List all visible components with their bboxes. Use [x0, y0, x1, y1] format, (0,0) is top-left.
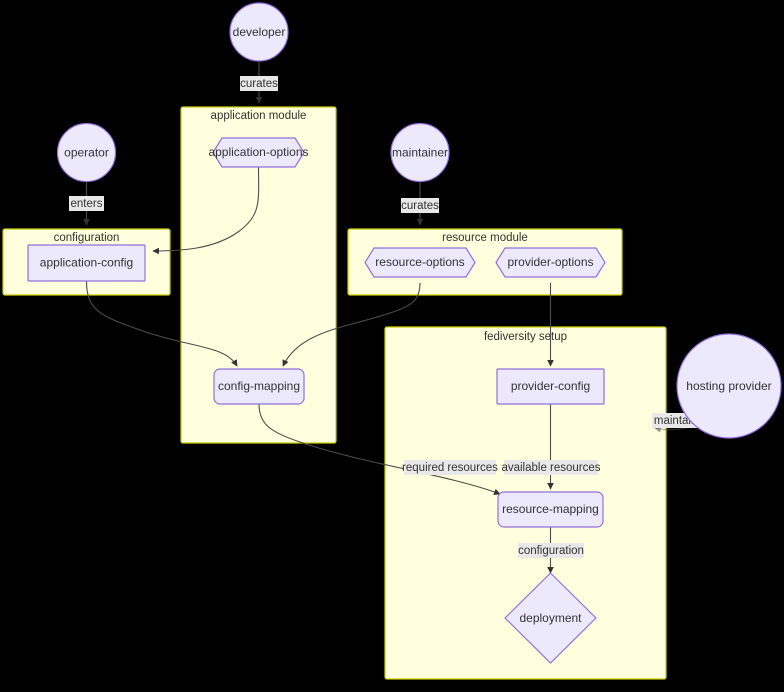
provider-config-rect[interactable]: [496, 368, 605, 405]
edge-label-available-resources: available resources: [501, 460, 601, 475]
resource-mapping-rect[interactable]: [497, 491, 604, 528]
provider-options-label: provider-options: [507, 255, 593, 269]
provider-config-label: provider-config: [511, 379, 590, 393]
deployment-label: deployment: [519, 611, 582, 625]
hosting-provider-circle[interactable]: [676, 333, 782, 439]
edge-label-enters: enters: [69, 196, 104, 211]
developer-label: developer: [233, 25, 286, 39]
maintainer-circle[interactable]: [390, 122, 450, 183]
operator-circle[interactable]: [56, 122, 117, 183]
svg-text:curates: curates: [240, 78, 278, 90]
resource-mapping-label: resource-mapping: [502, 502, 599, 516]
application-options-label: application-options: [208, 145, 308, 159]
deployment-diamond[interactable]: [504, 572, 597, 664]
svg-text:configuration: configuration: [518, 545, 584, 557]
cluster-application-module-box: [180, 106, 337, 444]
operator-label: operator: [64, 146, 109, 160]
application-config-rect[interactable]: [27, 244, 146, 282]
node-provider-config[interactable]: provider-config: [496, 368, 605, 405]
cluster-resource-module-label: resource module: [442, 232, 528, 244]
node-hosting-provider[interactable]: hosting provider: [676, 333, 782, 439]
cluster-application-module: application module: [180, 106, 337, 444]
node-developer[interactable]: developer: [229, 2, 289, 62]
cluster-resource-module-box: [347, 228, 623, 296]
config-mapping-label: config-mapping: [218, 379, 300, 393]
edge-application-config-to-config-mapping: [85, 280, 238, 367]
edge-label-curates-maintainer: curates: [401, 198, 439, 213]
node-application-config[interactable]: application-config: [27, 244, 146, 282]
config-mapping-rect[interactable]: [213, 368, 305, 405]
node-operator[interactable]: operator: [56, 122, 117, 183]
svg-text:curates: curates: [401, 200, 439, 212]
cluster-fediversity-setup-label: fediversity setup: [484, 331, 567, 343]
maintainer-label: maintainer: [392, 146, 448, 160]
node-resource-mapping[interactable]: resource-mapping: [497, 491, 604, 528]
cluster-configuration-label: configuration: [54, 232, 120, 244]
developer-circle[interactable]: [229, 2, 289, 62]
cluster-resource-module: resource module: [347, 228, 623, 296]
node-deployment[interactable]: deployment: [504, 572, 597, 664]
svg-text:required resources: required resources: [402, 462, 498, 474]
edge-application-options-to-application-config: [152, 166, 260, 255]
application-options-hexagon[interactable]: [212, 137, 305, 168]
node-config-mapping[interactable]: config-mapping: [213, 368, 305, 405]
edge-label-curates-developer: curates: [240, 76, 278, 91]
edge-resource-options-to-config-mapping: [282, 282, 421, 367]
svg-text:available resources: available resources: [501, 462, 600, 474]
cluster-application-module-label: application module: [211, 110, 307, 122]
node-resource-options[interactable]: resource-options: [364, 247, 476, 278]
node-maintainer[interactable]: maintainer: [390, 122, 450, 183]
provider-options-hexagon[interactable]: [495, 247, 606, 278]
edge-label-configuration: configuration: [518, 543, 584, 558]
edge-config-mapping-to-resource-mapping: [258, 403, 501, 495]
application-config-label: application-config: [40, 256, 133, 270]
resource-options-hexagon[interactable]: [364, 247, 476, 278]
edge-label-required-resources: required resources: [402, 460, 498, 475]
node-application-options[interactable]: application-options: [208, 137, 309, 168]
resource-options-label: resource-options: [375, 255, 464, 269]
svg-text:enters: enters: [71, 198, 103, 210]
hosting-provider-label: hosting provider: [686, 379, 771, 393]
node-provider-options[interactable]: provider-options: [495, 247, 606, 278]
